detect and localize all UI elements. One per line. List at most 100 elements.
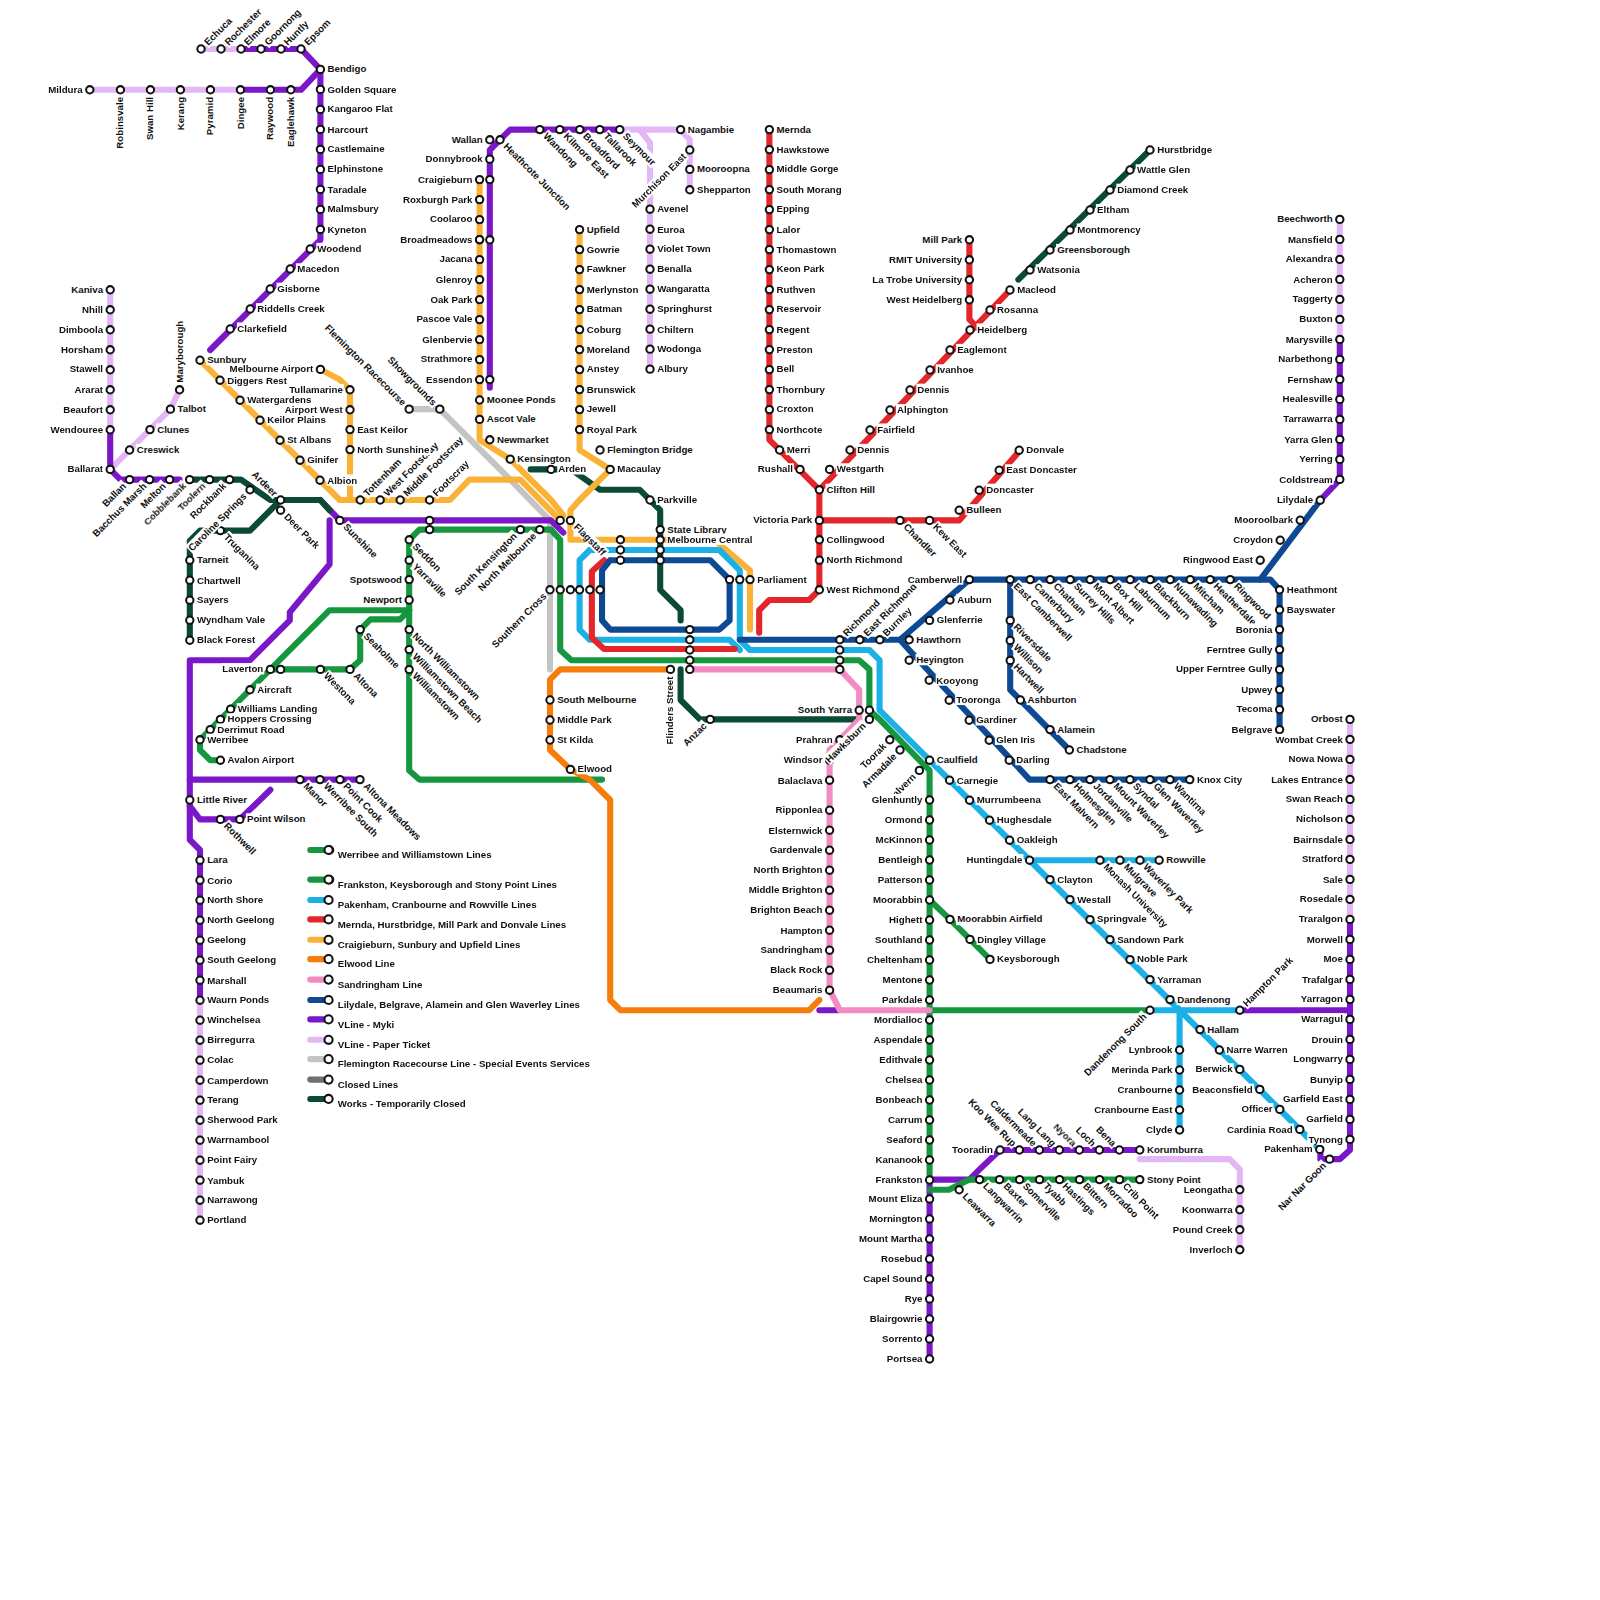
station-dot bbox=[766, 326, 773, 333]
station-dot bbox=[986, 817, 993, 824]
station-dot bbox=[856, 636, 863, 643]
station-dot bbox=[196, 877, 203, 884]
werribee-frankston-lines bbox=[200, 530, 1150, 1190]
station-name: South Yarra bbox=[797, 704, 853, 715]
station-name: Seaholme bbox=[361, 630, 403, 672]
legend-entry: Werribee and Williamstown Lines bbox=[307, 844, 461, 856]
station-dot bbox=[766, 226, 773, 233]
station-dot bbox=[317, 86, 324, 93]
legend-dot bbox=[323, 914, 333, 924]
legend-entry: Frankston, Keysborough and Stony Point L… bbox=[307, 873, 526, 885]
station-name: Cheltenham bbox=[866, 954, 924, 965]
station-name: Batman bbox=[586, 303, 624, 314]
station-dot bbox=[766, 346, 773, 353]
station-dot bbox=[196, 1077, 203, 1084]
station-dot bbox=[1146, 976, 1153, 983]
station-dot bbox=[1196, 1026, 1203, 1033]
station-name: South Geelong bbox=[206, 954, 277, 965]
station-dot bbox=[476, 216, 483, 223]
station-dot bbox=[576, 226, 583, 233]
station-dot bbox=[476, 396, 483, 403]
station-name: Clarkefield bbox=[236, 323, 288, 334]
legend-text: Frankston, Keysborough and Stony Point L… bbox=[338, 879, 557, 890]
station-dot bbox=[926, 1275, 933, 1282]
station-dot bbox=[546, 736, 553, 743]
station-dot bbox=[317, 66, 324, 73]
station-dot bbox=[1346, 756, 1353, 763]
station-dot bbox=[1346, 796, 1353, 803]
station-name: Little River bbox=[196, 794, 248, 805]
station-dot bbox=[107, 326, 114, 333]
station-dot bbox=[1236, 1246, 1243, 1253]
station-dot bbox=[496, 136, 503, 143]
station-name: Seaford bbox=[885, 1134, 923, 1145]
station-dot bbox=[966, 717, 973, 724]
station-dot bbox=[1256, 1086, 1263, 1093]
station-name: Bena bbox=[1093, 1123, 1119, 1149]
station-name: Anzac bbox=[680, 719, 710, 749]
station-dot bbox=[926, 757, 933, 764]
station-name: Blairgowrie bbox=[869, 1313, 924, 1324]
station-name: Ararat bbox=[73, 384, 104, 395]
legend-dot bbox=[323, 954, 333, 964]
station-dot bbox=[1176, 1106, 1183, 1113]
station-dot bbox=[1336, 456, 1343, 463]
station-dot bbox=[567, 766, 574, 773]
station-name: Chartwell bbox=[196, 574, 242, 585]
legend-dot bbox=[323, 1054, 333, 1064]
station-name: Essendon bbox=[425, 373, 473, 384]
station-dot bbox=[836, 636, 843, 643]
station-name: Yarra Glen bbox=[1283, 433, 1334, 444]
station-dot bbox=[926, 896, 933, 903]
station-dot bbox=[667, 666, 674, 673]
station-dot bbox=[1276, 646, 1283, 653]
station-dot bbox=[966, 296, 973, 303]
station-dot bbox=[646, 206, 653, 213]
station-name: Riddells Creek bbox=[256, 303, 325, 314]
station-name: Donvale bbox=[1025, 444, 1065, 455]
station-dot bbox=[316, 477, 323, 484]
station-dot bbox=[147, 86, 154, 93]
station-name: Point Fairy bbox=[206, 1154, 258, 1165]
station-dot bbox=[426, 496, 433, 503]
station-dot bbox=[996, 467, 1003, 474]
station-name: Gardenvale bbox=[769, 844, 824, 855]
station-dot bbox=[956, 1186, 963, 1193]
station-dot bbox=[766, 166, 773, 173]
station-name: Corio bbox=[206, 874, 233, 885]
station-dot bbox=[926, 1355, 933, 1362]
station-name: Portsea bbox=[886, 1353, 924, 1364]
station-dot bbox=[607, 466, 614, 473]
station-name: Korumburra bbox=[1146, 1144, 1204, 1155]
station-name: Waurn Ponds bbox=[206, 994, 270, 1005]
station-name: Alamein bbox=[1056, 723, 1096, 734]
station-dot bbox=[1006, 286, 1013, 293]
station-dot bbox=[167, 406, 174, 413]
station-dot bbox=[476, 336, 483, 343]
station-name: Reservoir bbox=[776, 303, 823, 314]
station-dot bbox=[346, 446, 353, 453]
station-name: Malmsbury bbox=[327, 203, 380, 214]
station-dot bbox=[686, 186, 693, 193]
station-dot bbox=[766, 126, 773, 133]
station-name: Buxton bbox=[1298, 313, 1333, 324]
station-dot bbox=[436, 406, 443, 413]
station-name: Mildura bbox=[47, 84, 84, 95]
station-dot bbox=[406, 536, 413, 543]
station-dot bbox=[1336, 296, 1343, 303]
station-name: Morwell bbox=[1306, 933, 1344, 944]
station-dot bbox=[1036, 1176, 1043, 1183]
station-dot bbox=[966, 256, 973, 263]
station-name: North Sunshine bbox=[356, 443, 430, 454]
station-dot bbox=[1096, 1176, 1103, 1183]
station-dot bbox=[1336, 416, 1343, 423]
station-name: Collingwood bbox=[826, 534, 886, 545]
station-name: Jewell bbox=[586, 403, 617, 414]
station-dot bbox=[296, 776, 303, 783]
station-name: Greensborough bbox=[1056, 244, 1131, 255]
station-dot bbox=[1086, 916, 1093, 923]
station-name: Lilydale bbox=[1276, 494, 1314, 505]
station-name: Arden bbox=[557, 463, 587, 474]
station-name: Bulleen bbox=[965, 504, 1002, 515]
station-name: Mooroolbark bbox=[1233, 514, 1294, 525]
